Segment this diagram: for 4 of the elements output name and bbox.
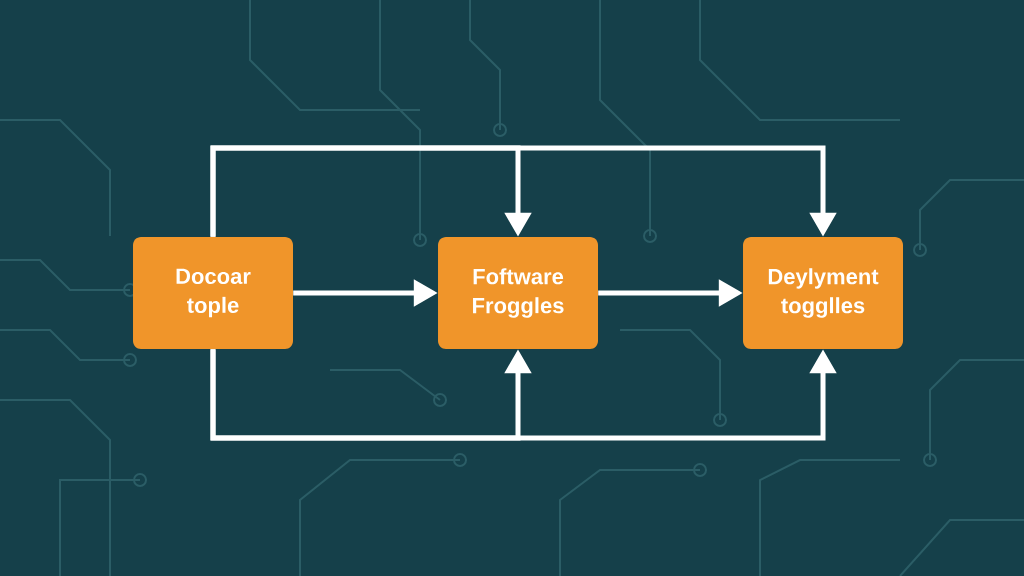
process-box: Deylyment togglles bbox=[743, 237, 903, 349]
process-box: Docoar tople bbox=[133, 237, 293, 349]
arrow bbox=[210, 145, 532, 237]
process-box: Foftware Froggles bbox=[438, 237, 598, 349]
